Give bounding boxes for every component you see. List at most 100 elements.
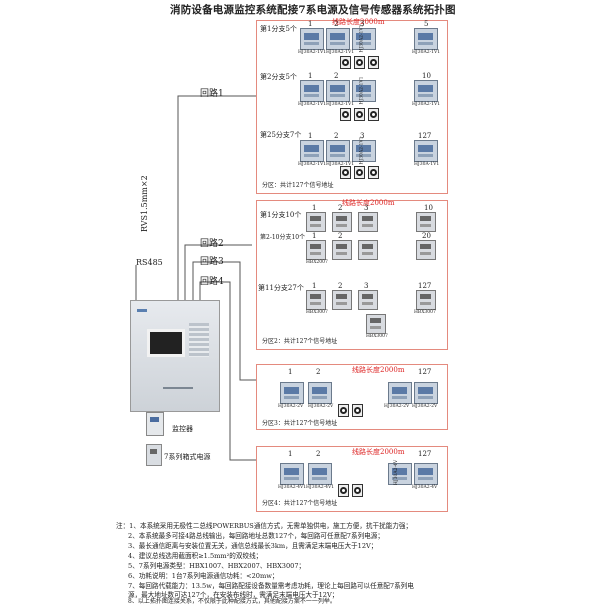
power-module	[326, 28, 350, 50]
current-transformer	[368, 56, 379, 69]
module-model: HBX3007	[366, 334, 388, 339]
zone-1-num: 5	[424, 20, 429, 28]
current-transformer	[340, 166, 351, 179]
module-model: HJ30A2-1V1	[359, 136, 365, 165]
zone-3-num: 1	[288, 368, 293, 376]
zone-2-branch-1: 第1分支10个	[260, 211, 302, 219]
power-module	[414, 140, 438, 162]
current-transformer	[368, 108, 379, 121]
zone-1-length: 线路长度2000m	[332, 18, 385, 26]
module-model: HJ30A2-1V1	[298, 102, 327, 107]
module-model: HJ30A-1V1	[414, 162, 440, 167]
module-model: HJ30A2-1V1	[412, 102, 441, 107]
legend-monitor-icon	[146, 412, 164, 436]
current-transformer	[338, 404, 349, 417]
zone-2-footer: 分区2：共计127个信号地址	[262, 338, 338, 345]
power-module	[414, 463, 438, 485]
box-power-supply	[306, 240, 326, 260]
zone-2-num: 1	[312, 204, 317, 212]
current-transformer	[354, 108, 365, 121]
power-module	[352, 80, 376, 102]
cable-label: RVS1.5mm×2	[140, 175, 149, 232]
loop-4-label: 回路4	[200, 277, 224, 287]
power-module	[300, 140, 324, 162]
module-model: HJ30A2-1V1	[298, 162, 327, 167]
power-module	[414, 28, 438, 50]
cabinet-screen	[147, 329, 185, 357]
loop-2-label: 回路2	[200, 239, 224, 249]
zone-1-num: 1	[308, 72, 313, 80]
monitor-cabinet	[130, 300, 220, 412]
box-power-supply	[332, 290, 352, 310]
zone-2-num: 2	[338, 282, 343, 290]
power-module	[308, 382, 332, 404]
zone-1-branch-25: 第25分支7个	[260, 131, 302, 139]
note-line: 6、功耗说明：1台7系列电源通信功耗：<20mw；	[128, 572, 279, 580]
note-line: 8、以上拓扑图连接关系，不仅限于此种配接方式，其他配接方案不一一列举。	[128, 598, 336, 605]
zone-2-num: 3	[364, 204, 369, 212]
power-module	[280, 463, 304, 485]
note-line: 源，最大地址数可达127个，在安装布线时，需满足末端电压大于12V；	[128, 591, 339, 599]
zone-4-footer: 分区4：共计127个信号地址	[262, 500, 338, 507]
legend-power-icon	[146, 444, 162, 466]
module-model: HJ30A2-2V	[308, 404, 334, 409]
module-model: HBX3007	[414, 310, 436, 315]
zone-2-num: 1	[312, 232, 317, 240]
power-module	[414, 80, 438, 102]
zone-1-num: 10	[422, 72, 431, 80]
module-model: HJ30A2-2V	[412, 404, 438, 409]
note-line: 5、7系列电源类型：HBX1007、HBX2007、HBX3007；	[128, 562, 306, 570]
box-power-supply	[332, 240, 352, 260]
module-model: HBX3007	[306, 310, 328, 315]
current-transformer	[354, 56, 365, 69]
legend-monitor-screen	[150, 417, 159, 422]
module-model: HJ30A2-1V1	[298, 50, 327, 55]
power-module	[326, 80, 350, 102]
module-model: HJ30A2-4V	[394, 459, 400, 486]
power-module	[414, 382, 438, 404]
zone-4-length: 线路长度2000m	[352, 448, 405, 456]
loop-3-label: 回路3	[200, 257, 224, 267]
power-module	[326, 140, 350, 162]
zone-2-num: 2	[338, 204, 343, 212]
zone-1-num: 2	[334, 72, 339, 80]
box-power-supply	[416, 290, 436, 310]
zone-3-length: 线路长度2000m	[352, 366, 405, 374]
zone-2-branch-2: 第2-10分支10个	[260, 234, 306, 241]
module-model: HJ30A2-4V1	[278, 485, 307, 490]
zone-1-num: 2	[334, 20, 339, 28]
module-model: HJ30A2-4V	[412, 485, 438, 490]
box-power-supply	[366, 314, 386, 334]
current-transformer	[352, 484, 363, 497]
zone-3-num: 2	[316, 368, 321, 376]
zone-3-footer: 分区3：共计127个信号地址	[262, 420, 338, 427]
note-line: 3、最长通信距离与安装位置无关，通信总线最长3km，且需满足末端电压大于12V；	[128, 542, 378, 550]
zone-2-num: 10	[424, 204, 433, 212]
zone-4-num: 127	[418, 450, 432, 458]
box-power-supply	[306, 212, 326, 232]
power-module	[352, 28, 376, 50]
zone-2-num: 1	[312, 282, 317, 290]
box-power-supply	[332, 212, 352, 232]
zone-1-num: 1	[308, 132, 313, 140]
zone-2-num: 2	[338, 232, 343, 240]
legend-power-screen	[150, 449, 157, 454]
module-model: HJ30A2-1V1	[326, 50, 355, 55]
box-power-supply	[416, 240, 436, 260]
zone-2-branch-11: 第11分支27个	[258, 284, 304, 292]
cabinet-keypad	[189, 323, 209, 357]
zone-3-num: 127	[418, 368, 432, 376]
zone-1-num: 1	[308, 20, 313, 28]
box-power-supply	[416, 212, 436, 232]
note-line: 7、每回路代载能力：13.5w，每回路配接设备数量需考虑功耗，理论上每回路可以任…	[128, 582, 414, 590]
module-model: HJ30A2-2V	[278, 404, 304, 409]
box-power-supply	[358, 290, 378, 310]
zone-4-num: 1	[288, 450, 293, 458]
cabinet-badge	[137, 309, 147, 312]
box-power-supply	[306, 290, 326, 310]
zone-1-footer: 分区：共计127个信号地址	[262, 182, 334, 189]
legend-power-label: 7系列箱式电源	[164, 453, 211, 461]
current-transformer	[340, 108, 351, 121]
power-module	[280, 382, 304, 404]
note-line: 4、建议总线选用截面积≥1.5mm²的双绞线；	[128, 552, 263, 560]
